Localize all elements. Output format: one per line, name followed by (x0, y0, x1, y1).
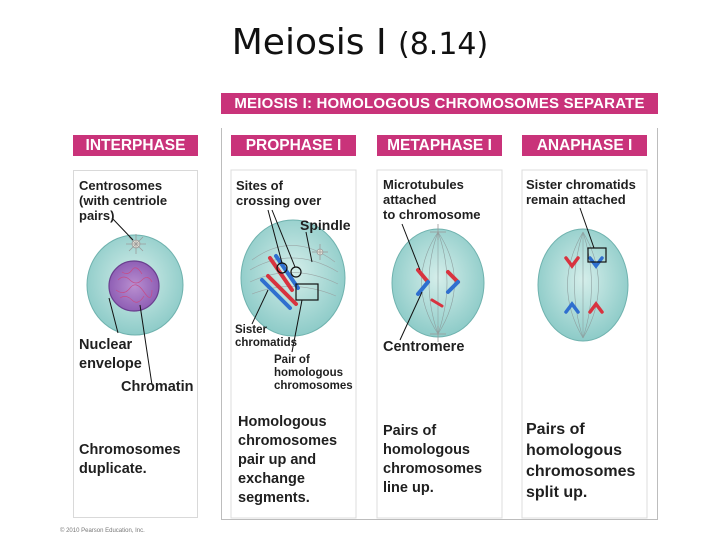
slide-title: Meiosis I (8.14) (0, 22, 720, 63)
label-homologous-pair: Pair of homologous chromosomes (274, 354, 353, 392)
panel-interphase (73, 170, 198, 518)
label-centrosomes: Centrosomes (with centriole pairs) (79, 178, 168, 223)
interphase-description: Chromosomes duplicate. (79, 442, 181, 477)
meiosis-band: MEIOSIS I: HOMOLOGOUS CHROMOSOMES SEPARA… (221, 93, 658, 114)
copyright-note: © 2010 Pearson Education, Inc. (60, 528, 145, 534)
label-crossing-over: Sites of crossing over (236, 178, 322, 208)
header-metaphase: METAPHASE I (377, 135, 502, 156)
label-sister-chromatids: Sister chromatids (235, 324, 297, 349)
header-interphase: INTERPHASE (73, 135, 198, 156)
header-prophase: PROPHASE I (231, 135, 356, 156)
prophase-description: Homologous chromosomes pair up and excha… (238, 414, 338, 506)
meiosis-frame (221, 128, 658, 520)
label-chromatin: Chromatin (121, 379, 194, 395)
label-sister-attached: Sister chromatids remain attached (526, 177, 636, 207)
anaphase-description: Pairs of homologous chromosomes split up… (526, 421, 636, 501)
label-nuclear-envelope: Nuclear envelope (79, 337, 142, 372)
label-microtubules: Microtubules attached to chromosome (383, 177, 481, 222)
metaphase-description: Pairs of homologous chromosomes line up. (383, 423, 483, 496)
header-anaphase: ANAPHASE I (522, 135, 647, 156)
label-spindle: Spindle (300, 217, 351, 233)
slide-title-main: Meiosis I (231, 22, 387, 63)
slide-title-number: (8.14) (398, 27, 489, 62)
label-centromere: Centromere (383, 339, 465, 355)
